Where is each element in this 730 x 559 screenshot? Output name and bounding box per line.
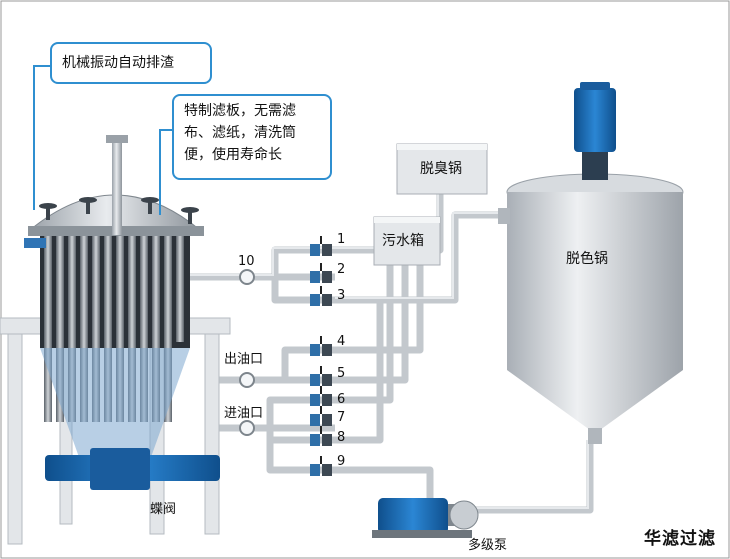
- valve-9[interactable]: [310, 456, 332, 476]
- callout-line-top: [33, 65, 50, 210]
- valve-label-6: 6: [337, 392, 346, 407]
- vibrator-motor: [24, 238, 46, 248]
- valve-label-3: 3: [337, 288, 346, 303]
- valve-6[interactable]: [310, 386, 332, 406]
- valve-label-8: 8: [337, 430, 346, 445]
- deodorizer-label: 脱臭锅: [420, 161, 462, 177]
- callout-filter-plate: 特制滤板，无需滤 布、滤纸，清洗筒 便，使用寿命长: [172, 94, 332, 180]
- deodorizer-box: [396, 143, 488, 195]
- valve-label-1: 1: [337, 232, 346, 247]
- butterfly-valve-flange: [90, 448, 150, 490]
- valve-5[interactable]: [310, 366, 332, 386]
- callout-plate-line-3: 便，使用寿命长: [184, 147, 282, 163]
- inlet-label: 进油口: [224, 406, 264, 421]
- valve-4[interactable]: [310, 336, 332, 356]
- valve-label-9: 9: [337, 454, 346, 469]
- lid-handwheels: [39, 197, 199, 224]
- valve-3[interactable]: [310, 286, 332, 306]
- valve-8[interactable]: [310, 426, 332, 446]
- valve-label-2: 2: [337, 262, 346, 277]
- filter-cone: [40, 348, 190, 460]
- wastewater-label: 污水箱: [382, 233, 424, 249]
- valve-label-4: 4: [337, 334, 346, 349]
- agitator-motor: [574, 88, 616, 152]
- callout-auto-discharge-text: 机械振动自动排渣: [62, 55, 174, 71]
- pump-label: 多级泵: [468, 538, 508, 553]
- shaft-cap: [106, 135, 128, 143]
- multistage-pump[interactable]: [372, 498, 479, 538]
- callout-auto-discharge: 机械振动自动排渣: [50, 42, 212, 84]
- valve-2[interactable]: [310, 263, 332, 283]
- filter-plates: [44, 232, 184, 422]
- gauge-outlet: [239, 372, 255, 388]
- callout-line-plate: [159, 129, 172, 215]
- brand-logo-text: 华滤过滤: [644, 529, 716, 549]
- valve-1[interactable]: [310, 236, 332, 256]
- gauge-inlet: [239, 420, 255, 436]
- wastewater-box: [373, 216, 441, 266]
- decolorizer-label: 脱色锅: [566, 251, 608, 267]
- outlet-label: 出油口: [224, 352, 264, 367]
- valve-10-label: 10: [238, 254, 255, 269]
- callout-plate-line-2: 布、滤纸，清洗筒: [184, 125, 296, 141]
- valve-label-7: 7: [337, 410, 346, 425]
- butterfly-valve-label: 蝶阀: [150, 502, 177, 517]
- vibration-shaft: [112, 140, 122, 235]
- callout-plate-line-1: 特制滤板，无需滤: [184, 103, 296, 119]
- decolorizer-tank: [498, 82, 684, 444]
- valve-column: [310, 236, 332, 476]
- valve-label-5: 5: [337, 366, 346, 381]
- gauge-10: [239, 269, 255, 285]
- valve-7[interactable]: [310, 406, 332, 426]
